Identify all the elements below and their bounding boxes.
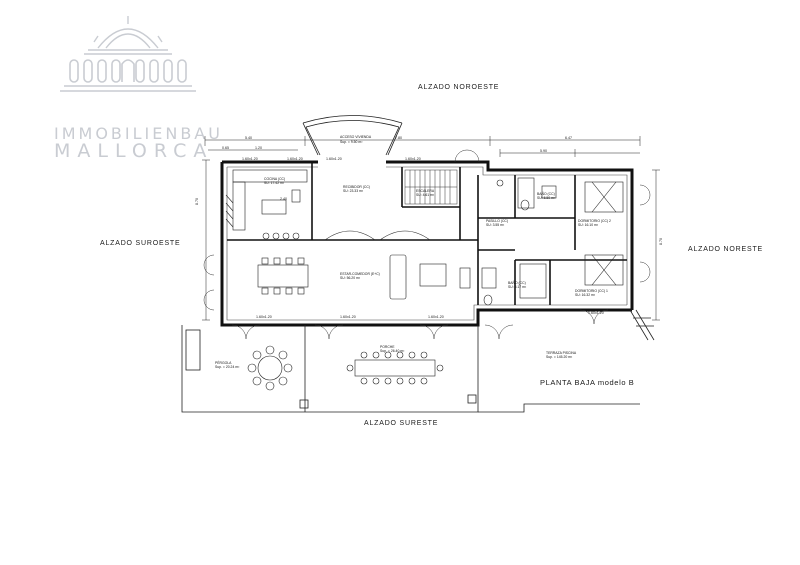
door-swings [203, 149, 651, 340]
window-dim-5: 1.60x1.20 [256, 315, 272, 319]
window-dim-1: 1.60x1.20 [242, 157, 258, 161]
room-label-escalera: ESCALERA [416, 189, 435, 193]
living-furniture [257, 230, 471, 300]
dimension-top-left: 5.40 [245, 136, 252, 140]
room-label-recibidor: RECIBIDOR (CC) [343, 185, 370, 189]
room-area-dormitorio-2: SU: 16.10 m² [578, 223, 599, 227]
room-label-pergola: PÉRGOLA [215, 360, 232, 365]
entrance-canopy [302, 115, 403, 156]
dimension-lines [202, 136, 660, 321]
kitchen-fittings [225, 169, 308, 240]
dimension-sub-c: 2.40 [280, 197, 287, 201]
plan-title: PLANTA BAJA modelo B [540, 378, 635, 387]
window-dim-6: 1.60x1.20 [340, 315, 356, 319]
room-area-escalera: SU: 4.61 m² [416, 193, 435, 197]
room-area-dormitorio-1: SU: 16.32 m² [575, 293, 596, 297]
porch-table [346, 351, 444, 385]
room-area-bano-2: SU: 5.50 m² [537, 196, 556, 200]
window-dim-8: 1.60x1.20 [588, 311, 604, 315]
beds [584, 181, 624, 286]
palace-dome-logo-icon [60, 16, 196, 92]
room-area-porche: Sup. = 26.40 m² [380, 349, 405, 353]
dimension-sub-b: 1.20 [255, 146, 262, 150]
room-label-dormitorio-1: DORMITORIO (CC) 1 [575, 289, 608, 293]
elevation-label-north-east: ALZADO NORESTE [688, 246, 763, 253]
room-labels: ACCESO VIVIENDA Sup. = 9.50 m² COCINA (C… [215, 135, 611, 369]
room-label-cocina: COCINA (CC) [264, 177, 285, 181]
elevation-label-north-west: ALZADO NOROESTE [418, 84, 500, 91]
pergola-table [247, 345, 293, 391]
dimension-side-left: 8.70 [195, 198, 199, 205]
room-label-estar: ESTAR-COMEDOR (E+C) [340, 272, 380, 276]
room-area-recibidor: SU: 23.33 m² [343, 189, 364, 193]
room-area-pasillo: SU: 3.55 m² [486, 223, 505, 227]
window-dim-7: 1.60x1.20 [428, 315, 444, 319]
dimension-sub-a: 0.65 [222, 146, 229, 150]
dimension-side-right: 8.70 [659, 238, 663, 245]
room-area-pergola: Sup. = 20.24 m² [215, 365, 240, 369]
room-label-bano-2: BAÑO (CC) [537, 191, 555, 196]
staircase [404, 169, 458, 205]
window-dim-3: 1.60x1.20 [326, 157, 342, 161]
room-area-bano-1: SU: 5.17 m² [508, 285, 527, 289]
elevation-label-south-east: ALZADO SURESTE [364, 420, 439, 427]
room-area-estar: SU: 56.20 m² [340, 276, 361, 280]
window-dim-4: 1.60x1.20 [405, 157, 421, 161]
bathroom-fixtures [481, 177, 557, 306]
room-label-acceso: ACCESO VIVIENDA [340, 135, 372, 139]
wall-inner-lines [226, 166, 628, 321]
room-label-terraza: TERRAZA PISCINA [546, 351, 577, 355]
window-dim-2: 1.60x1.20 [287, 157, 303, 161]
room-label-porche: PORCHE [380, 345, 395, 349]
dimension-top-far: 5.90 [540, 149, 547, 153]
room-label-pasillo: PASILLO (CC) [486, 219, 508, 223]
dimension-top-right: 6.47 [565, 136, 572, 140]
exterior-walls [220, 160, 634, 327]
room-label-bano-1: BAÑO (CC) [508, 280, 526, 285]
brand-name-line1: IMMOBILIENBAU [54, 124, 223, 143]
room-area-cocina: SU: 17.42 m² [264, 181, 285, 185]
interior-walls [227, 162, 627, 305]
terrace-outline [181, 309, 655, 413]
brand-name-line2: MALLORCA [54, 140, 214, 162]
room-area-acceso: Sup. = 9.50 m² [340, 140, 363, 144]
room-label-dormitorio-2: DORMITORIO (CC) 2 [578, 219, 611, 223]
dimension-texts: 5.40 7.80 6.47 5.90 0.65 1.20 2.40 8.70 … [195, 136, 663, 319]
room-area-terraza: Sup. = 145.20 m² [546, 355, 573, 359]
elevation-label-south-west: ALZADO SUROESTE [100, 240, 181, 247]
dimension-top-mid: 7.80 [395, 136, 402, 140]
